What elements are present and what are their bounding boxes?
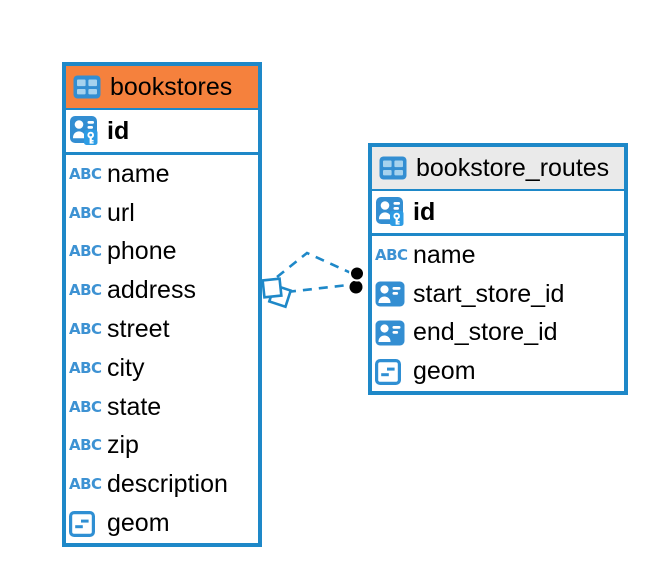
relationship-line-end-store-id[interactable] <box>286 283 349 294</box>
column-name: city <box>107 353 145 382</box>
column-row-id[interactable]: id <box>66 110 258 155</box>
relationship-diamond-end <box>261 277 293 309</box>
geometry-type-icon <box>69 511 105 537</box>
column-name: street <box>107 315 170 344</box>
table-icon <box>379 156 407 180</box>
column-row-zip[interactable]: ABC zip <box>66 427 258 466</box>
column-row-name[interactable]: ABC name <box>66 155 258 194</box>
column-row-street[interactable]: ABC street <box>66 310 258 349</box>
user-reference-icon <box>375 320 411 346</box>
column-row-phone[interactable]: ABC phone <box>66 233 258 272</box>
primary-key-user-icon <box>375 196 411 228</box>
geometry-type-icon <box>375 359 411 385</box>
text-type-icon: ABC <box>69 164 102 183</box>
text-type-icon: ABC <box>69 242 102 261</box>
text-type-icon: ABC <box>69 281 102 300</box>
column-row-description[interactable]: ABC description <box>66 465 258 504</box>
text-type-icon: ABC <box>69 358 102 377</box>
table-title: bookstore_routes <box>416 153 610 182</box>
table-header-bookstores[interactable]: bookstores <box>66 66 258 110</box>
column-row-id[interactable]: id <box>372 191 624 236</box>
column-name: name <box>107 159 170 188</box>
column-name: geom <box>413 357 476 386</box>
column-name: url <box>107 198 135 227</box>
text-type-icon: ABC <box>69 320 102 339</box>
column-row-name[interactable]: ABC name <box>372 236 624 275</box>
text-type-icon: ABC <box>69 436 102 455</box>
table-bookstores[interactable]: bookstores id ABC name ABC url ABC phone… <box>62 62 262 547</box>
column-row-address[interactable]: ABC address <box>66 271 258 310</box>
text-type-icon: ABC <box>375 245 408 264</box>
column-name: phone <box>107 237 177 266</box>
column-row-url[interactable]: ABC url <box>66 194 258 233</box>
table-icon <box>73 75 101 99</box>
column-name: name <box>413 240 476 269</box>
text-type-icon: ABC <box>69 397 102 416</box>
column-name: address <box>107 276 196 305</box>
user-reference-icon <box>375 281 411 307</box>
table-bookstore-routes[interactable]: bookstore_routes id ABC name start_store… <box>368 143 628 395</box>
column-name: zip <box>107 431 139 460</box>
column-row-geom[interactable]: geom <box>372 352 624 391</box>
text-type-icon: ABC <box>69 203 102 222</box>
column-name: description <box>107 470 228 499</box>
column-row-end-store-id[interactable]: end_store_id <box>372 314 624 353</box>
relationship-dot-end <box>349 265 365 294</box>
relationship-line-start-store-id[interactable] <box>276 251 352 279</box>
column-row-city[interactable]: ABC city <box>66 349 258 388</box>
column-name: id <box>107 116 130 145</box>
column-row-geom[interactable]: geom <box>66 504 258 543</box>
text-type-icon: ABC <box>69 475 102 494</box>
table-title: bookstores <box>110 72 233 101</box>
column-name: state <box>107 392 162 421</box>
column-row-start-store-id[interactable]: start_store_id <box>372 275 624 314</box>
primary-key-user-icon <box>69 115 105 147</box>
column-name: id <box>413 197 436 226</box>
column-name: geom <box>107 509 170 538</box>
column-name: start_store_id <box>413 279 565 308</box>
table-header-bookstore-routes[interactable]: bookstore_routes <box>372 147 624 191</box>
column-name: end_store_id <box>413 318 558 347</box>
column-row-state[interactable]: ABC state <box>66 388 258 427</box>
